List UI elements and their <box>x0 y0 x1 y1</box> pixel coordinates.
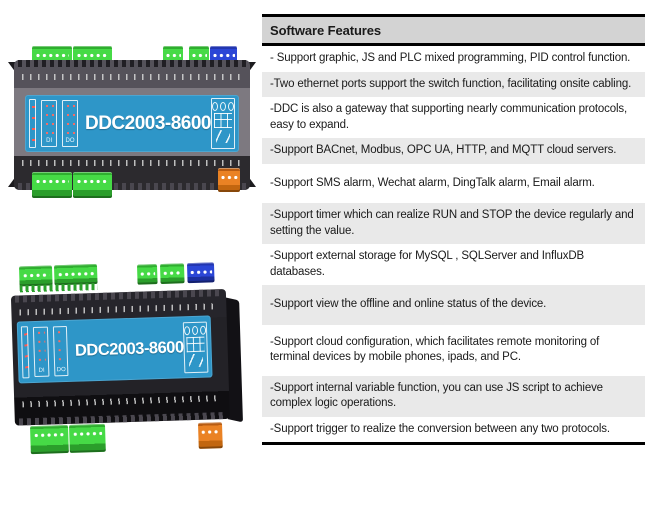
software-features-table: Software Features - Support graphic, JS … <box>262 14 645 445</box>
feature-row: -Support trigger to realize the conversi… <box>270 422 610 435</box>
port-grid-glyph <box>186 336 205 352</box>
product-image-gray-controller: DI DO DDC2003-8600 <box>8 14 256 226</box>
table-header: Software Features <box>262 17 645 46</box>
terminal-pins <box>220 174 238 181</box>
terminal-pins <box>162 269 183 277</box>
terminal-pins <box>212 52 235 59</box>
mounting-ear <box>245 172 256 187</box>
model-label: DDC2003-8600 <box>74 337 184 360</box>
ethernet-diagram-icon <box>211 98 235 149</box>
terminal-pins <box>22 271 50 280</box>
port-pin-marks <box>19 303 219 316</box>
mounting-ear <box>245 62 256 77</box>
do-label: DO <box>65 138 75 144</box>
feature-row: -Support external storage for MySQL , SQ… <box>270 250 584 278</box>
terminal-pins <box>189 268 213 277</box>
terminal-block-blue <box>186 262 215 284</box>
port-circles-glyph <box>212 102 234 111</box>
front-panel: DI DO DDC2003-8600 <box>16 315 213 384</box>
ethernet-diagram-icon <box>182 321 209 373</box>
terminal-block-green <box>159 263 185 285</box>
feature-row: -Support timer which can realize RUN and… <box>262 203 645 244</box>
feature-row: - Support graphic, JS and PLC mixed prog… <box>270 52 631 64</box>
feature-row: -Support cloud configuration, which faci… <box>270 335 600 364</box>
port-pin-marks <box>22 395 222 408</box>
din-teeth <box>18 183 246 190</box>
feature-row: -Support view the offline and online sta… <box>262 285 645 325</box>
port-circles-glyph <box>183 325 207 335</box>
terminal-block-green <box>53 263 98 286</box>
terminal-pins <box>139 270 156 278</box>
device-tilt-wrapper: DI DO DDC2003-8600 <box>1 251 260 471</box>
terminal-pins <box>57 270 95 279</box>
feature-row: -Two ethernet ports support the switch f… <box>262 71 645 97</box>
terminal-pins <box>76 52 109 59</box>
terminal-block-green <box>18 265 53 287</box>
terminal-block-green <box>68 423 106 453</box>
terminal-block-green <box>73 172 112 198</box>
mounting-ear <box>8 62 19 77</box>
feature-row: -DDC is also a gateway that supporting n… <box>270 103 628 131</box>
din-teeth <box>18 60 246 67</box>
terminal-block-green <box>32 172 72 198</box>
do-port-box: DO <box>62 100 78 147</box>
terminal-block-green <box>29 424 69 455</box>
terminal-pins <box>76 178 109 185</box>
do-port-box: DO <box>52 325 69 377</box>
di-label: DI <box>46 138 53 144</box>
mounting-ear <box>8 172 19 187</box>
terminal-pins <box>191 52 207 59</box>
port-pin-marks <box>22 160 242 166</box>
slash-glyph <box>188 353 204 367</box>
di-label: DI <box>38 367 45 374</box>
feature-row: -Support internal variable function, you… <box>262 375 645 417</box>
port-pin-marks <box>22 74 242 80</box>
terminal-pins <box>35 178 69 185</box>
din-teeth <box>18 412 226 426</box>
di-port-box: DI <box>41 100 58 147</box>
terminal-block-green <box>136 264 158 285</box>
feature-row: -Support BACnet, Modbus, OPC UA, HTTP, a… <box>262 138 645 164</box>
feature-row: -Support SMS alarm, Wechat alarm, DingTa… <box>270 176 595 189</box>
terminal-pins <box>33 431 66 440</box>
led-indicator-box <box>29 99 37 148</box>
terminal-pins <box>200 428 221 436</box>
front-panel: DI DO DDC2003-8600 <box>25 95 239 152</box>
product-image-black-controller: DI DO DDC2003-8600 <box>4 255 256 467</box>
terminal-block-orange <box>197 422 223 449</box>
slash-glyph <box>216 130 230 143</box>
terminal-fins <box>19 282 98 293</box>
model-label: DDC2003-8600 <box>84 112 212 134</box>
do-label: DO <box>56 367 66 374</box>
terminal-pins <box>35 52 69 59</box>
terminal-block-orange <box>218 168 240 192</box>
di-port-box: DI <box>32 326 50 378</box>
port-grid-glyph <box>214 113 232 128</box>
terminal-pins <box>72 429 103 438</box>
terminal-pins <box>165 52 181 59</box>
led-indicator-box <box>20 326 30 379</box>
